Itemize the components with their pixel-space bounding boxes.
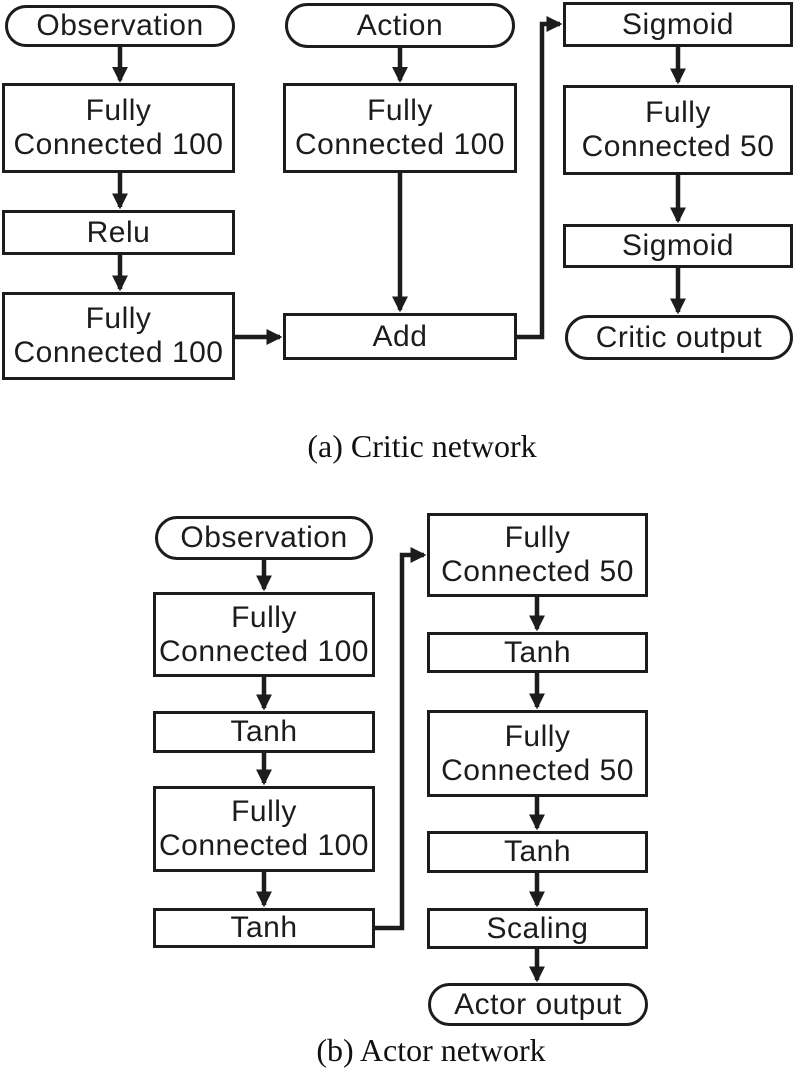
actor-scaling-node: Scaling (427, 908, 648, 949)
actor-observation-node: Observation (155, 516, 373, 560)
critic-output-node: Critic output (565, 315, 793, 360)
actor-fc100-2-node: Fully Connected 100 (153, 786, 375, 872)
actor-tanh3-node: Tanh (427, 632, 648, 673)
caption-actor-network: (b) Actor network (316, 1032, 546, 1068)
caption-critic-network: (a) Critic network (307, 428, 537, 464)
actor-tanh2-node: Tanh (153, 908, 375, 948)
critic-action-node: Action (285, 3, 515, 48)
critic-add-node: Add (283, 313, 517, 360)
critic-fc50-node: Fully Connected 50 (563, 85, 793, 175)
arrow-actor-tanh2-to-fc50 (373, 547, 427, 931)
actor-fc50-1-node: Fully Connected 50 (427, 513, 648, 597)
critic-fc100-action-node: Fully Connected 100 (283, 83, 517, 173)
actor-tanh1-node: Tanh (153, 711, 375, 753)
critic-relu-node: Relu (2, 210, 235, 255)
critic-observation-node: Observation (5, 5, 235, 47)
actor-fc100-1-node: Fully Connected 100 (153, 592, 375, 677)
critic-sigmoid2-node: Sigmoid (563, 224, 793, 268)
actor-fc50-2-node: Fully Connected 50 (427, 710, 648, 797)
actor-output-node: Actor output (428, 983, 648, 1026)
actor-tanh4-node: Tanh (427, 831, 648, 873)
critic-fc100-obs2-node: Fully Connected 100 (2, 292, 235, 380)
critic-sigmoid1-node: Sigmoid (563, 2, 793, 47)
arrow-critic-add-to-sigmoid (515, 16, 563, 340)
critic-fc100-obs1-node: Fully Connected 100 (2, 83, 235, 173)
